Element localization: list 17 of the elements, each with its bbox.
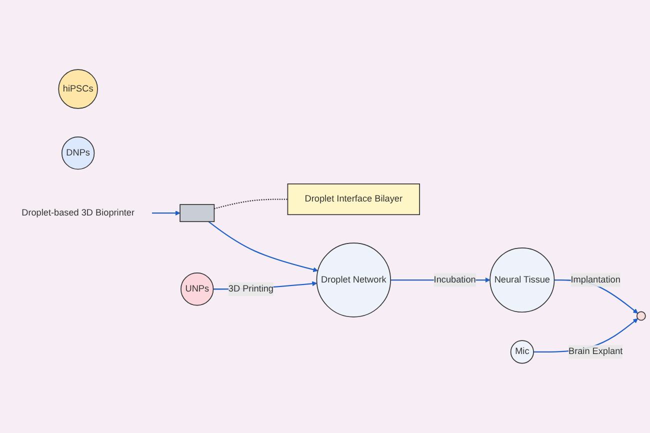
edge-label: 3D Printing xyxy=(228,284,274,294)
arrow xyxy=(152,210,180,216)
node-circle: DNPs xyxy=(61,136,95,170)
node-circle xyxy=(636,311,646,321)
node-box: Droplet Interface Bilayer xyxy=(287,184,420,216)
node-box xyxy=(180,204,215,222)
node-circle: UNPs xyxy=(180,272,214,306)
node-circle: Neural Tissue xyxy=(490,248,555,313)
arrow xyxy=(208,221,318,272)
edge-label: Brain Explant xyxy=(568,346,623,357)
node-text: Droplet-based 3D Bioprinter xyxy=(22,208,135,218)
edge-label: Incubation xyxy=(434,274,476,285)
node-circle: Mic xyxy=(510,340,534,364)
node-circle: hiPSCs xyxy=(58,69,98,109)
connector xyxy=(214,198,288,210)
edge-label: Implantation xyxy=(570,274,620,285)
node-circle: Droplet Network xyxy=(316,242,391,318)
